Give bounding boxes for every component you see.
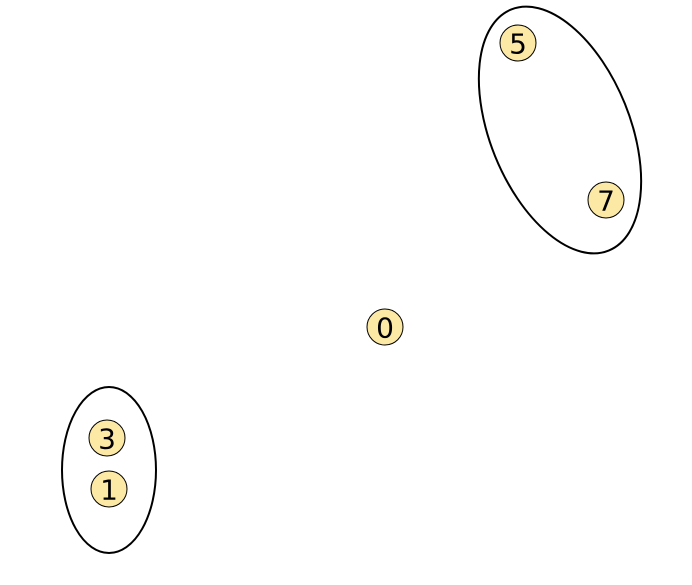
node-1: 1 [90, 470, 128, 508]
node-1-circle [90, 470, 128, 508]
node-3-label: 3 [98, 423, 116, 456]
node-7: 7 [587, 181, 625, 219]
node-1-label: 1 [100, 474, 118, 507]
node-5-label: 5 [509, 28, 527, 61]
node-5-circle [499, 24, 537, 62]
node-0: 0 [366, 308, 404, 346]
group-outline-3-1 [61, 386, 157, 554]
group-outline-5-7 [477, 5, 643, 255]
node-3: 3 [88, 419, 126, 457]
node-7-circle [587, 181, 625, 219]
node-0-label: 0 [376, 312, 394, 345]
node-5: 5 [499, 24, 537, 62]
node-0-circle [366, 308, 404, 346]
node-3-circle [88, 419, 126, 457]
node-7-label: 7 [597, 185, 615, 218]
